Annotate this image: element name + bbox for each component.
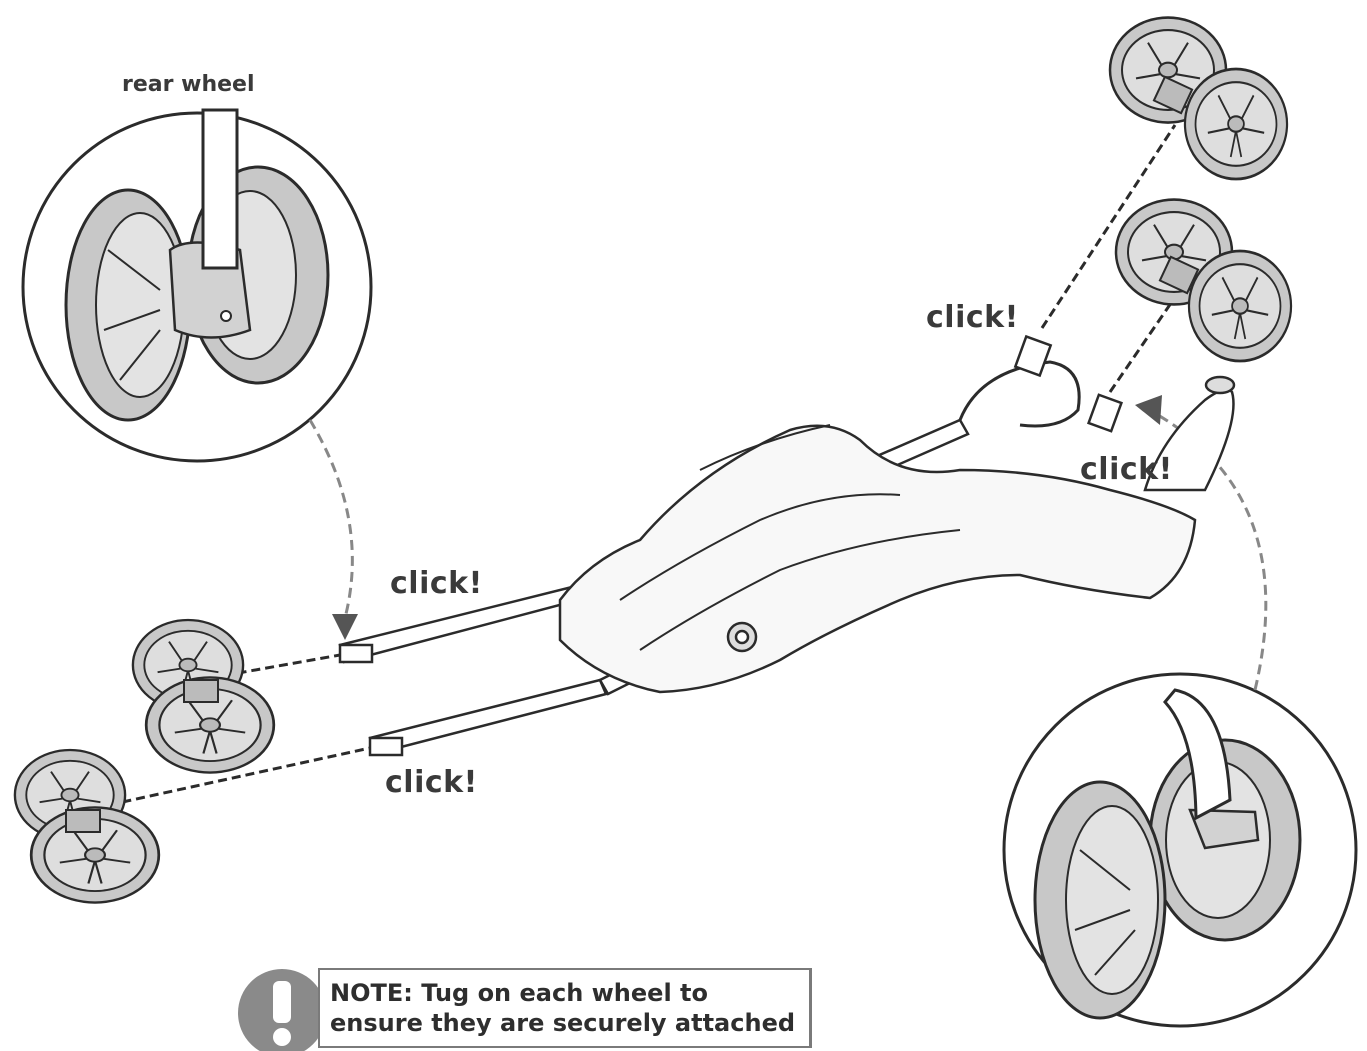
note-line-1: NOTE: Tug on each wheel to [330, 979, 708, 1007]
click-label-front-top: click! [926, 300, 1019, 335]
click-label-rear-upper: click! [390, 566, 483, 601]
rear-wheel-pair-lower [13, 748, 161, 904]
rear-wheel-detail-circle [21, 108, 373, 463]
front-wheel-detail-circle [1002, 672, 1358, 1028]
front-guide-arrowhead [1135, 395, 1162, 425]
front-wheel-bottom-guide-line [1108, 289, 1182, 393]
folded-stroller-frame [338, 334, 1236, 757]
rear-detail-guide-arrow [308, 419, 354, 619]
rear-guide-arrowhead [332, 614, 358, 640]
front-caster-wheel-pair-bottom [1114, 198, 1293, 363]
rear-wheel-label: rear wheel [122, 72, 255, 97]
rear-wheel-pair-upper [131, 618, 276, 774]
front-caster-wheel-pair-top [1108, 16, 1289, 181]
note-text: NOTE: Tug on each wheel to ensure they a… [330, 978, 795, 1038]
front-wheel-top-guide-line [1040, 124, 1177, 329]
exclamation-icon [238, 969, 320, 1051]
rear-wheel-lower-guide-line [94, 746, 371, 810]
note-line-2: ensure they are securely attached [330, 1009, 796, 1037]
click-label-rear-lower: click! [385, 765, 478, 800]
click-label-front-right: click! [1080, 452, 1173, 487]
